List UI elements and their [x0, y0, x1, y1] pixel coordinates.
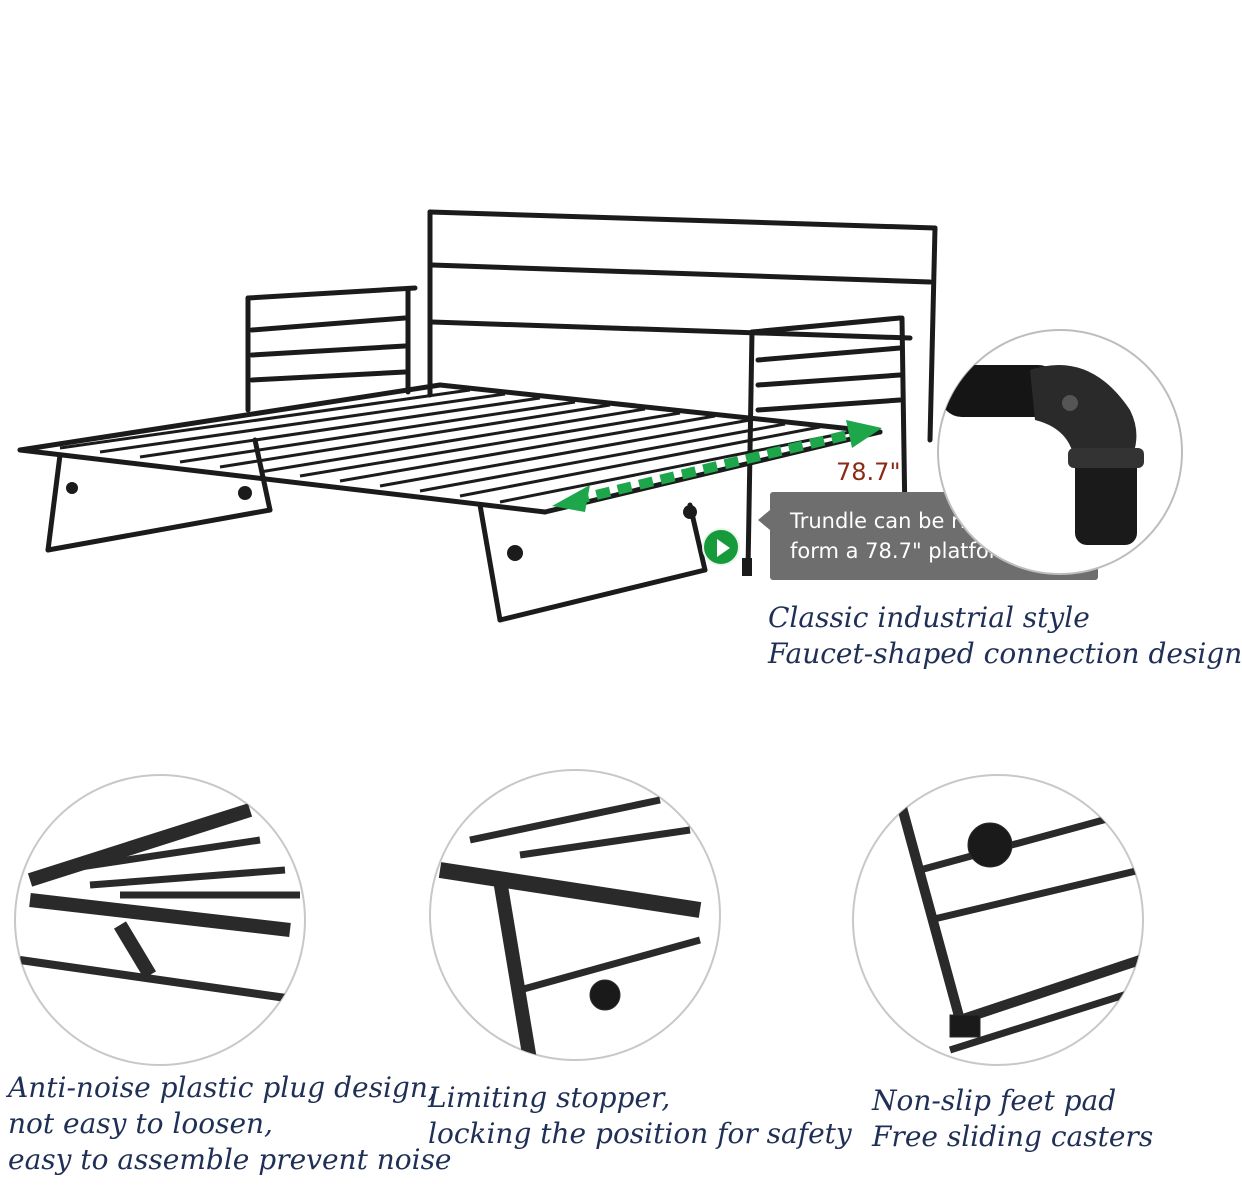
- top-caption: Classic industrial style Faucet-shaped c…: [768, 600, 1242, 672]
- detail-3-line-1: Non-slip feet pad: [872, 1084, 1117, 1117]
- top-caption-line-1: Classic industrial style: [768, 601, 1090, 634]
- detail-caption-2: Limiting stopper, locking the position f…: [428, 1080, 852, 1152]
- dimension-label: 78.7": [836, 458, 901, 486]
- detail-1-line-1: Anti-noise plastic plug design,: [8, 1071, 437, 1104]
- detail-1-line-3: easy to assemble prevent noise: [8, 1143, 452, 1176]
- detail-caption-1: Anti-noise plastic plug design, not easy…: [8, 1070, 452, 1178]
- top-caption-line-2: Faucet-shaped connection design: [768, 637, 1242, 670]
- detail-2-line-1: Limiting stopper,: [428, 1081, 671, 1114]
- play-icon: [702, 528, 740, 566]
- detail-3-line-2: Free sliding casters: [872, 1120, 1154, 1153]
- detail-caption-3: Non-slip feet pad Free sliding casters: [872, 1083, 1153, 1155]
- dimension-arrow: [552, 420, 882, 512]
- detail-1-line-2: not easy to loosen,: [8, 1107, 273, 1140]
- detail-2-line-2: locking the position for safety: [428, 1117, 852, 1150]
- faucet-connector-closeup: [14, 329, 1183, 1066]
- daybed-illustration: [17, 209, 938, 623]
